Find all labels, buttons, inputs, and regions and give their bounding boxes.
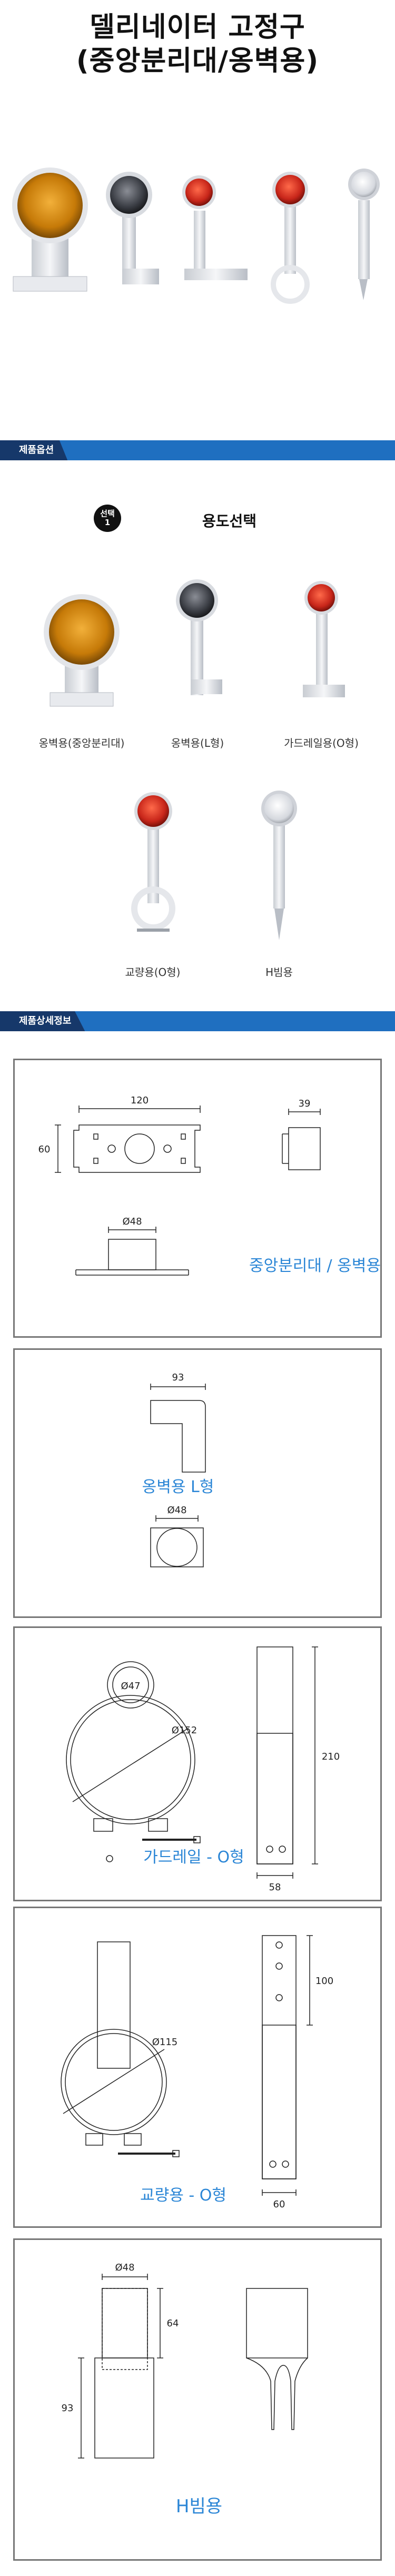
option-item-bridge-o[interactable]: 교량용(O형) (111, 787, 195, 982)
badge-line-1: 선택 (100, 509, 115, 518)
spec-panel-l: 93 Ø48 옹벽용 L형 (13, 1348, 382, 1618)
dim-top-height: 64 (167, 2318, 179, 2329)
option-label: 옹벽용(중앙분리대) (38, 737, 125, 749)
section-bar-details: 제품상세정보 (0, 1011, 395, 1031)
title-line-1: 델리네이터 고정구 (90, 12, 305, 43)
dim-width: 60 (273, 2199, 285, 2210)
red-ring-reflector-image (131, 792, 175, 932)
dim-side: 39 (299, 1098, 311, 1109)
red-reflector-image (303, 581, 345, 697)
section-bar-options: 제품옵션 (0, 440, 395, 460)
dim-diameter: Ø48 (115, 2262, 134, 2273)
title-line-2: (중앙분리대/옹벽용) (76, 45, 319, 77)
l-bracket-drawing: 93 Ø48 (150, 1372, 206, 1567)
dim-height: 60 (38, 1144, 51, 1155)
guardrail-drawing: Ø47 Ø152 210 58 (66, 1646, 340, 1893)
hero-red-reflector (182, 175, 248, 280)
hero-product-lineup (12, 167, 380, 304)
dim-height: 93 (62, 2403, 74, 2414)
hero-dark-reflector (106, 172, 159, 284)
dim-diameter: Ø48 (167, 1505, 186, 1516)
selection-badge: 선택 1 (94, 505, 121, 532)
hero-red-ring-reflector (271, 172, 310, 304)
dim-diameter: Ø48 (122, 1216, 142, 1227)
white-reflector-image (261, 791, 297, 940)
section-label-options: 제품옵션 (0, 440, 68, 460)
option-item-wall-l[interactable]: 옹벽용(L형) (158, 574, 237, 753)
option-label: 교량용(O형) (125, 966, 181, 979)
dim-ring-diameter: Ø115 (152, 2037, 178, 2048)
spec-label: 옹벽용 L형 (142, 1478, 214, 1496)
option-item-guardrail-o[interactable]: 가드레일용(O형) (274, 574, 369, 753)
option-label: 옹벽용(L형) (171, 737, 224, 749)
option-label: H빔용 (265, 966, 293, 979)
dim-width: 120 (131, 1095, 149, 1106)
section-label-details: 제품상세정보 (0, 1011, 85, 1031)
badge-line-2: 1 (104, 518, 111, 527)
spec-panel-guardrail: Ø47 Ø152 210 58 가드레일 - O형 (13, 1626, 382, 1901)
spec-panel-bridge: Ø115 100 60 교량용 - O형 (13, 1907, 382, 2228)
dim-top-diameter: Ø47 (121, 1681, 140, 1692)
option-label: 가드레일용(O형) (284, 737, 359, 749)
hero-white-reflector (348, 169, 380, 300)
spec-label: 가드레일 - O형 (143, 1848, 244, 1867)
dim-height: 210 (322, 1751, 340, 1762)
median-drawing: 120 60 39 Ø48 (38, 1095, 321, 1276)
spec-panel-median: 120 60 39 Ø48 중앙분리대 / 옹벽용 (13, 1059, 382, 1338)
option-heading: 용도선택 (202, 512, 257, 530)
dark-reflector-image (176, 579, 222, 695)
amber-reflector-image (44, 594, 120, 707)
dim-width: 93 (172, 1372, 184, 1383)
option-item-wall-median[interactable]: 옹벽용(중앙분리대) (29, 574, 134, 753)
dim-width: 58 (269, 1882, 281, 1893)
spec-panel-h-beam: Ø48 64 93 H빔용 (13, 2238, 382, 2561)
spec-label: 중앙분리대 / 옹벽용 (249, 1257, 381, 1275)
spec-label: 교량용 - O형 (140, 2186, 226, 2205)
dim-ring-diameter: Ø152 (172, 1725, 197, 1736)
hero-amber-reflector (12, 167, 88, 292)
bridge-drawing: Ø115 100 60 (61, 1935, 333, 2210)
option-item-h-beam[interactable]: H빔용 (240, 787, 319, 982)
dim-height: 100 (315, 1976, 333, 1987)
h-beam-drawing: Ø48 64 93 (62, 2262, 308, 2459)
spec-label: H빔용 (175, 2496, 223, 2517)
page-title: 델리네이터 고정구 (중앙분리대/옹벽용) (0, 11, 395, 78)
